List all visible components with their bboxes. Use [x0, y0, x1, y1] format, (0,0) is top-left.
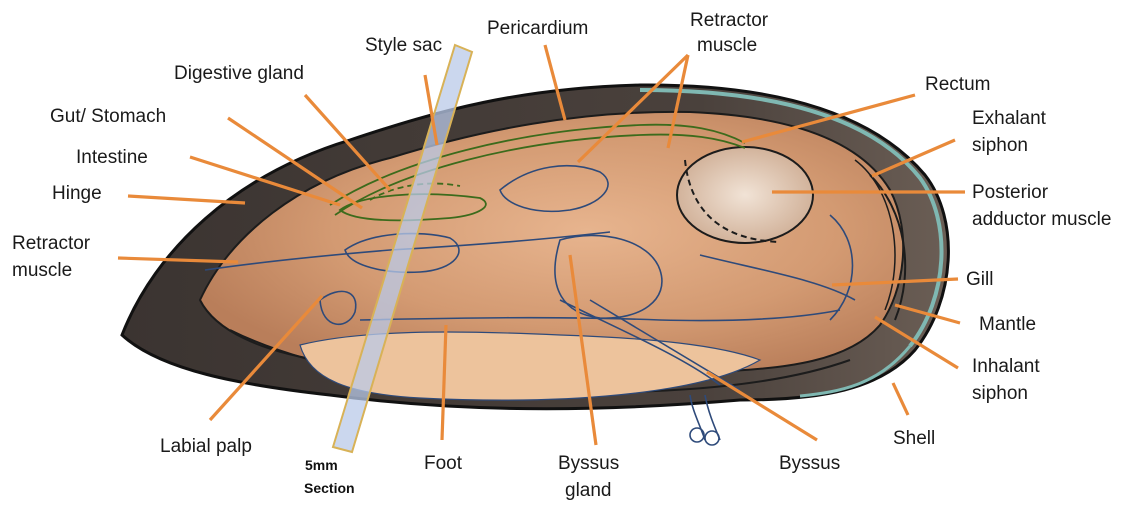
label-style-sac: Style sac	[365, 35, 442, 56]
label-retractor-left-line2: muscle	[12, 260, 72, 281]
label-digestive-gland: Digestive gland	[174, 63, 304, 84]
label-gill: Gill	[966, 269, 993, 290]
label-inhalant-line2: siphon	[972, 383, 1028, 404]
label-intestine: Intestine	[76, 147, 148, 168]
label-posterior-line2: adductor muscle	[972, 209, 1111, 230]
label-retractor-top-line2: muscle	[697, 35, 757, 56]
label-posterior-line1: Posterior	[972, 182, 1049, 203]
label-rectum: Rectum	[925, 74, 990, 95]
label-section-line1: 5mm	[305, 457, 338, 473]
label-labial-palp: Labial palp	[160, 436, 252, 457]
label-exhalant-line1: Exhalant	[972, 108, 1047, 129]
label-gut-stomach: Gut/ Stomach	[50, 106, 166, 127]
label-shell: Shell	[893, 428, 935, 449]
label-section-line2: Section	[304, 480, 355, 496]
label-pericardium: Pericardium	[487, 18, 588, 39]
label-byssus: Byssus	[779, 453, 840, 474]
label-inhalant-line1: Inhalant	[972, 356, 1040, 377]
label-mantle: Mantle	[979, 314, 1036, 335]
arrow-shell	[893, 383, 908, 415]
label-retractor-top-line1: Retractor	[690, 10, 769, 31]
label-retractor-left-line1: Retractor	[12, 233, 91, 254]
label-byssus-gland-line1: Byssus	[558, 453, 619, 474]
label-foot: Foot	[424, 453, 463, 474]
label-byssus-gland-line2: gland	[565, 480, 612, 501]
posterior-adductor-shape	[677, 147, 813, 243]
label-exhalant-line2: siphon	[972, 135, 1028, 156]
label-hinge: Hinge	[52, 183, 102, 204]
